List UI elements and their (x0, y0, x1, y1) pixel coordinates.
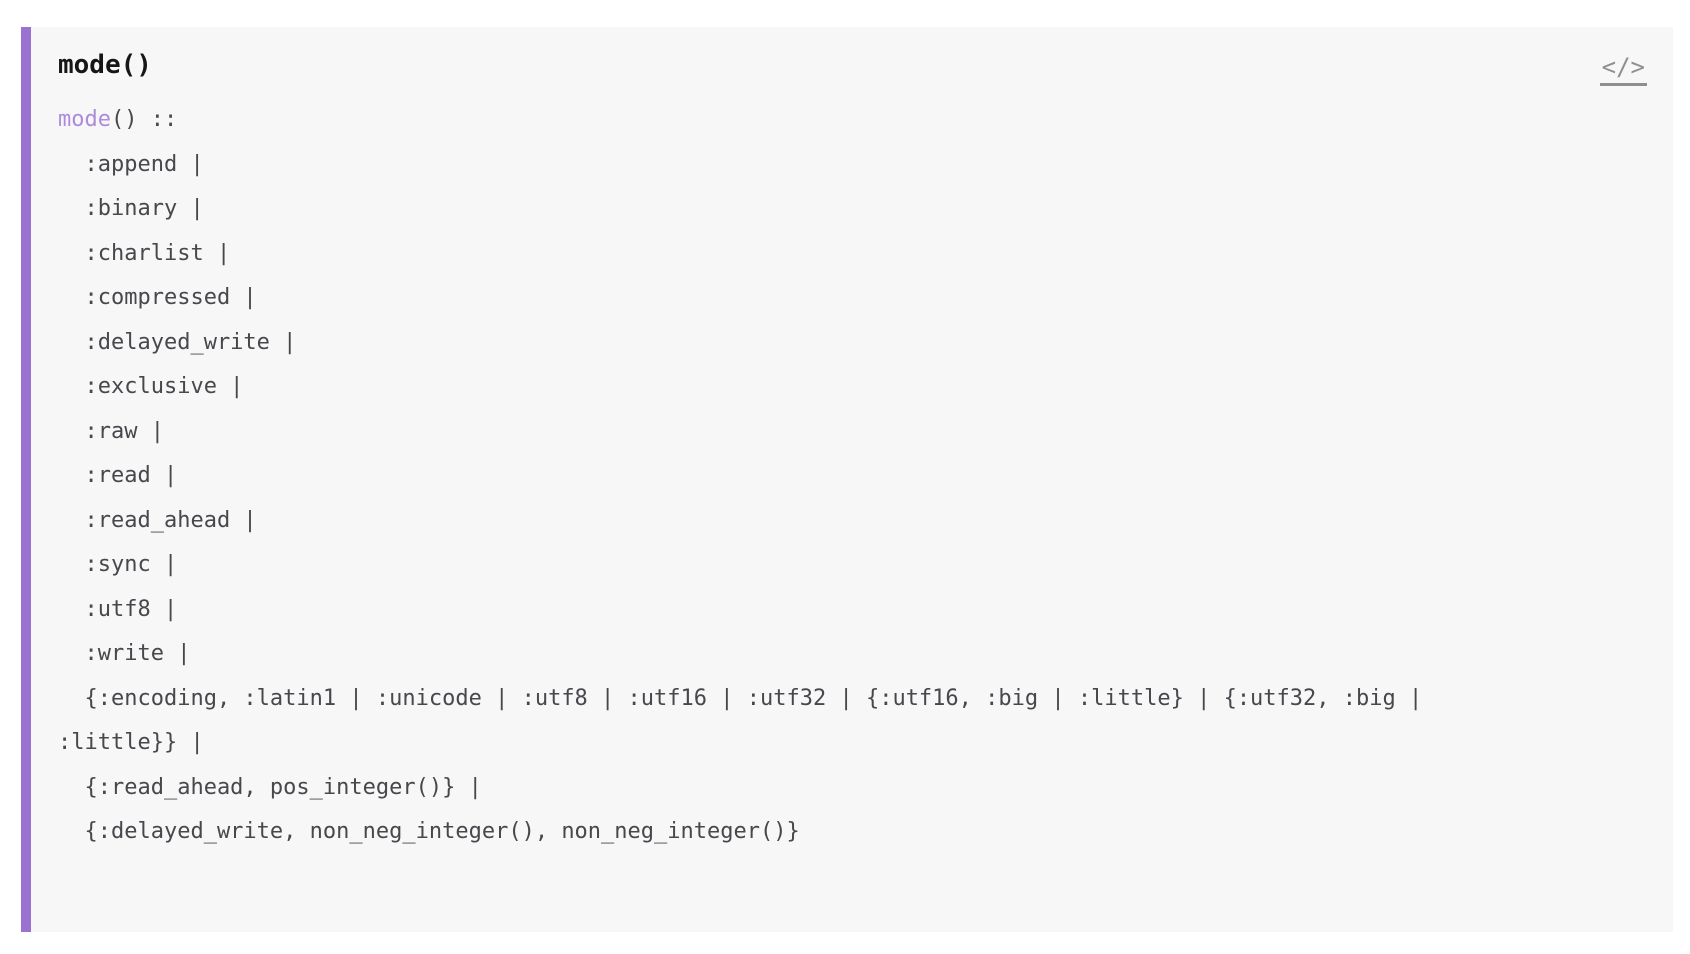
view-source-link[interactable]: </> (1599, 53, 1647, 86)
spec-head-rest: () :: (110, 107, 178, 132)
spec-line: :read | (58, 463, 178, 488)
typespec-detail-block: mode() </> mode() :: :append | :binary |… (21, 27, 1673, 932)
spec-line: :write | (58, 641, 191, 666)
spec-line: :binary | (58, 196, 204, 221)
spec-line: :raw | (58, 418, 164, 444)
spec-line: {:delayed_write, non_neg_integer(), non_… (58, 819, 800, 844)
code-icon: </> (1601, 53, 1645, 81)
spec-line-head: mode() :: (58, 98, 1647, 143)
spec-line: :read_ahead | (58, 507, 257, 533)
spec-line: {:read_ahead, pos_integer()} | (58, 774, 482, 800)
spec-line: :little}} | (58, 730, 204, 755)
spec-line: :delayed_write | (58, 329, 297, 355)
spec-line: :exclusive | (58, 374, 244, 399)
spec-line: {:encoding, :latin1 | :unicode | :utf8 |… (58, 685, 1423, 711)
function-signature-heading: mode() (58, 50, 152, 80)
spec-line: :sync | (58, 552, 178, 577)
spec-line: :compressed | (58, 285, 257, 310)
detail-header: mode() </> (58, 49, 1647, 86)
spec-line: :append | (58, 151, 204, 177)
spec-line: :charlist | (58, 240, 231, 266)
typespec-code: mode() :: :append | :binary | :charlist … (58, 98, 1647, 855)
spec-line: :utf8 | (58, 596, 178, 622)
mode-type-link[interactable]: mode (58, 107, 111, 132)
